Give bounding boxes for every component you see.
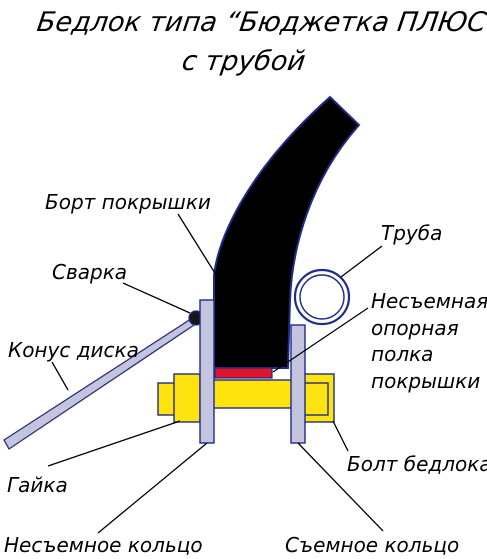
beadlock-bolt-head-face — [303, 382, 329, 416]
label-tire-bead: Борт покрышки — [45, 190, 211, 214]
label-fixed-shelf-line3: полка — [371, 342, 433, 366]
leader-bolt — [332, 420, 349, 452]
leader-weld — [122, 282, 191, 314]
leader-nut — [47, 420, 181, 467]
beadlock-bolt-shaft — [199, 379, 305, 409]
leader-rim-cone — [51, 361, 69, 391]
leader-tube — [340, 245, 383, 278]
label-tube: Труба — [381, 221, 442, 245]
fixed-tire-shelf — [214, 367, 273, 379]
removable-ring — [290, 324, 306, 444]
label-nut: Гайка — [7, 473, 68, 497]
leader-fixed-ring — [97, 442, 208, 534]
label-fixed-shelf-line2: опорная — [371, 316, 459, 340]
label-fixed-shelf-line4: покрышки — [371, 369, 480, 393]
label-fixed-ring: Несъемное кольцо — [4, 533, 203, 557]
tire-bead — [213, 95, 361, 369]
label-rim-cone: Конус диска — [8, 338, 139, 362]
fixed-ring — [199, 299, 215, 444]
label-removable-ring: Съемное кольцо — [285, 533, 459, 557]
leader-tire-bead — [177, 213, 219, 279]
diagram-title-line1: Бедлок типа “Бюджетка ПЛЮС” — [35, 7, 487, 38]
diagram-title-line2: с трубой — [180, 46, 307, 77]
nut-face — [173, 373, 201, 423]
leader-fixed-shelf — [272, 307, 369, 373]
leader-removable-ring — [297, 442, 384, 532]
label-fixed-shelf-line1: Несъемная — [371, 289, 487, 313]
tube-inner — [299, 274, 345, 320]
label-beadlock-bolt: Болт бедлока — [347, 452, 487, 476]
label-weld: Сварка — [52, 260, 127, 284]
